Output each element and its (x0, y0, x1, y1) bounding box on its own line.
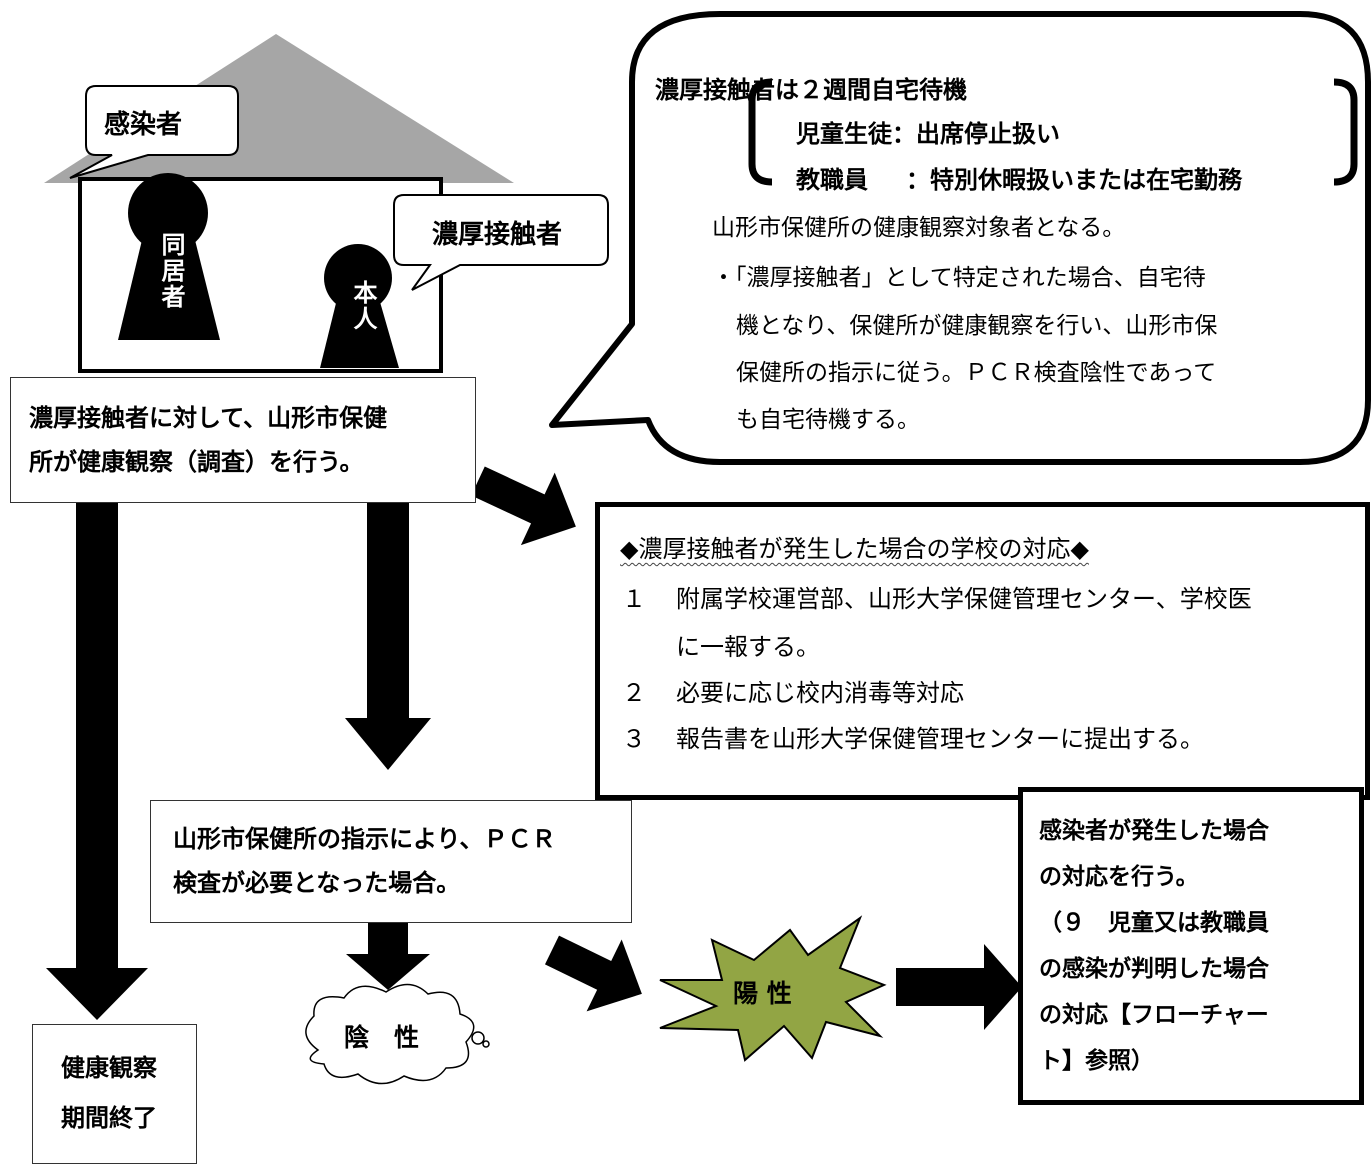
right-bracket (1333, 78, 1358, 186)
infected-response-line-2: の対応を行う。 (1039, 864, 1199, 890)
infected-label: 感染者 (104, 110, 183, 140)
infected-response-line-5: の対応【フローチャー (1039, 1002, 1269, 1028)
infected-response-line-4: の感染が判明した場合 (1039, 956, 1269, 982)
self-label: 本人 (349, 280, 377, 332)
callout-bullet-line-4: も自宅待機する。 (736, 407, 920, 433)
observation-end-box: 健康観察 期間終了 (32, 1024, 197, 1164)
school-item-2-line-1: 必要に応じ校内消毒等対応 (676, 679, 964, 707)
school-item-3-num: ３ (622, 725, 646, 753)
school-item-1-line-2: に一報する。 (676, 633, 820, 661)
school-item-3-line-1: 報告書を山形大学保健管理センターに提出する。 (676, 725, 1204, 753)
arrow-to-end (46, 500, 148, 1020)
callout-staff-role: 教職員 (796, 166, 868, 194)
observation-end-line-2: 期間終了 (61, 1104, 157, 1132)
infected-speech-bubble (69, 85, 239, 179)
infected-response-box: 感染者が発生した場合 の対応を行う。 （９ 児童又は教職員 の感染が判明した場合… (1018, 787, 1364, 1105)
arrow-to-negative (346, 922, 430, 990)
observation-end-line-1: 健康観察 (61, 1054, 157, 1082)
arrow-to-pcr (345, 500, 431, 770)
callout-students: 児童生徒：出席停止扱い (796, 120, 1060, 148)
school-item-1-line-1: 附属学校運営部、山形大学保健管理センター、学校医 (676, 585, 1252, 613)
health-observation-line-1: 濃厚接触者に対して、山形市保健 (29, 404, 388, 432)
cohabitant-figure (118, 173, 220, 340)
health-observation-box: 濃厚接触者に対して、山形市保健 所が健康観察（調査）を行う。 (10, 377, 476, 503)
positive-burst (659, 915, 887, 1062)
school-item-1-num: １ (622, 585, 646, 613)
callout-bubble (549, 11, 1371, 465)
callout-note: 山形市保健所の健康観察対象者となる。 (712, 215, 1126, 241)
pcr-box: 山形市保健所の指示により、ＰＣＲ 検査が必要となった場合。 (150, 800, 632, 923)
arrow-to-school-response (471, 466, 576, 546)
infected-response-line-6: ト】参照） (1039, 1048, 1154, 1074)
callout-bullet-line-3: 保健所の指示に従う。ＰＣＲ検査陰性であって (736, 360, 1217, 386)
health-observation-line-2: 所が健康観察（調査）を行う。 (29, 448, 364, 476)
left-bracket (748, 78, 773, 186)
cohabitant-label: 同居者 (157, 232, 185, 310)
school-item-2-num: ２ (622, 679, 646, 707)
infected-response-line-1: 感染者が発生した場合 (1039, 818, 1269, 844)
infected-response-line-3: （９ 児童又は教職員 (1039, 910, 1269, 936)
callout-bullet-line-1: ・「濃厚接触者」として特定された場合、自宅待 (712, 265, 1206, 291)
callout-bullet-line-2: 機となり、保健所が健康観察を行い、山形市保 (736, 313, 1218, 339)
pcr-line-2: 検査が必要となった場合。 (173, 869, 461, 897)
negative-cloud (305, 983, 475, 1085)
school-response-box: ◆濃厚接触者が発生した場合の学校の対応◆ １ 附属学校運営部、山形大学保健管理セ… (595, 502, 1370, 800)
cloud-dot-large (471, 1031, 485, 1045)
negative-label: 陰 性 (344, 1023, 420, 1052)
school-response-title: ◆濃厚接触者が発生した場合の学校の対応◆ (620, 535, 1089, 563)
self-figure (320, 244, 399, 368)
pcr-line-1: 山形市保健所の指示により、ＰＣＲ (173, 825, 556, 853)
callout-heading: 濃厚接触者は２週間自宅待機 (655, 76, 967, 104)
callout-staff-rule: ：特別休暇扱いまたは在宅勤務 (906, 166, 1242, 194)
arrow-to-positive (544, 935, 642, 1012)
cloud-dot-small (482, 1040, 490, 1048)
contact-speech-bubble (393, 194, 609, 291)
contact-label: 濃厚接触者 (432, 220, 563, 250)
positive-label: 陽 性 (733, 979, 792, 1008)
arrow-to-infected-response (896, 944, 1022, 1030)
